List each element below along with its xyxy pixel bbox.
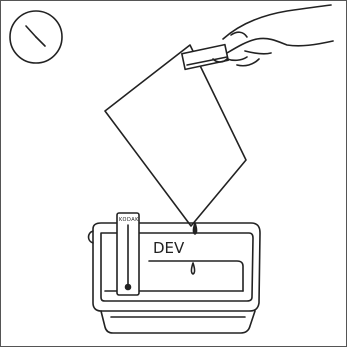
developer-drops — [192, 223, 197, 274]
thermometer-label: KODAK — [119, 217, 139, 223]
hand-holding-tongs — [182, 5, 333, 69]
clock-icon — [10, 11, 62, 63]
photo-print — [105, 45, 246, 226]
thermometer — [117, 213, 139, 295]
tray-label: DEV — [153, 239, 185, 257]
